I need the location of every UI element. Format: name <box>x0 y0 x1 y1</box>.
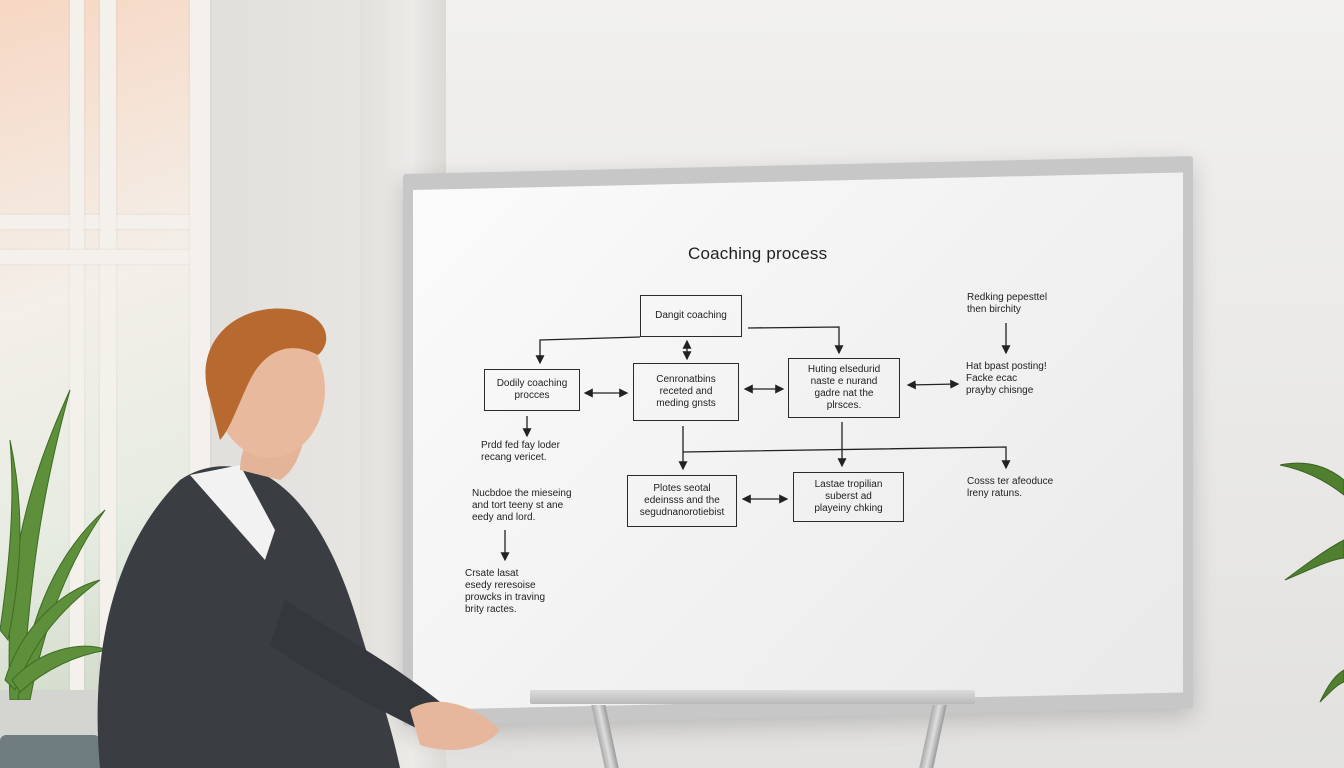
board-note: Nucbdoe the mieseing and tort teeny st a… <box>472 488 572 523</box>
process-box: Dodily coaching procces <box>484 369 580 411</box>
hands <box>410 701 500 750</box>
whiteboard-title: Coaching process <box>688 244 828 263</box>
window-frame <box>100 0 116 700</box>
board-note: Hat bpast posting! Facke ecac prayby chi… <box>966 361 1047 396</box>
shirt-collar <box>190 465 275 560</box>
man-in-suit <box>97 308 500 768</box>
hair <box>205 308 327 440</box>
process-box: Huting elsedurid naste e nurand gadre na… <box>788 358 900 418</box>
cushion <box>0 735 100 768</box>
process-box: Cenronatbins receted and meding gnsts <box>633 363 739 421</box>
board-note: Redking pepesttel then birchity <box>967 292 1048 315</box>
process-box: Dangit coaching <box>640 295 742 337</box>
connector <box>535 336 641 365</box>
process-box: Plotes seotal edeinsss and the segudnano… <box>627 475 737 527</box>
board-note: Crsate lasat esedy reresoise prowcks in … <box>465 568 546 615</box>
connector <box>906 379 960 390</box>
board-note: Prdd fed fay loder recang vericet. <box>481 440 560 463</box>
board-note: Cosss ter afeoduce lreny ratuns. <box>967 476 1054 499</box>
plant-right <box>1279 462 1344 703</box>
plant-left <box>0 389 109 700</box>
arm <box>270 600 450 740</box>
process-box: Lastae tropilian suberst ad playeiny chk… <box>793 472 904 522</box>
window-frame <box>0 250 200 264</box>
connector <box>747 326 844 355</box>
connector <box>682 446 1011 470</box>
window-mullion <box>70 0 84 700</box>
marker-tray <box>530 690 975 704</box>
